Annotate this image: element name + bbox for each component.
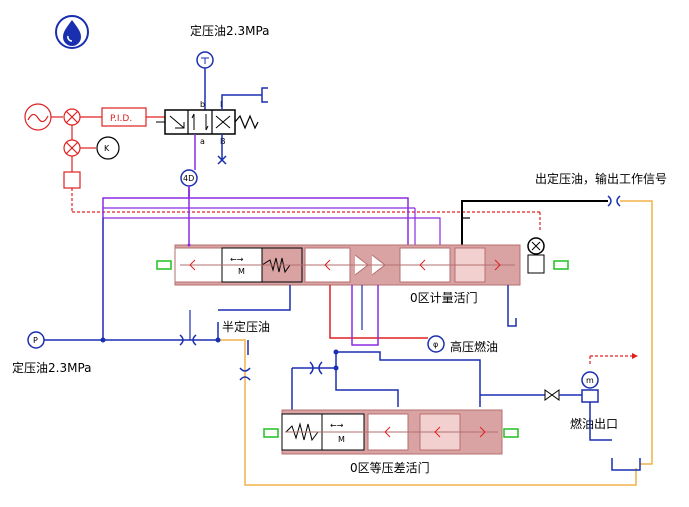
restrictor-left [179,334,197,346]
metering-valve[interactable]: ←→ M [174,244,521,286]
svg-text:4D: 4D [183,174,194,183]
lower-right-endcap [503,428,519,438]
motor-icon[interactable] [527,237,545,274]
diff-valve-label: 0区等压差活门 [350,460,430,475]
svg-text:M: M [238,267,245,276]
oil-drop-icon[interactable] [55,15,89,49]
svg-text:←→: ←→ [330,421,344,430]
restrictor-middle [309,361,323,375]
restrictor-top-right [607,195,621,207]
high-pressure-fuel-source[interactable]: φ [427,335,445,353]
port-i-label: I [220,100,222,109]
svg-text:φ: φ [433,340,438,349]
pid-k-glyph: K [104,144,110,153]
servo-valve[interactable] [156,109,259,135]
metering-valve-label: 0区计量活门 [410,290,478,305]
right-endcap [553,260,569,270]
half-pressure-label: 半定压油 [222,319,270,334]
output-signal-label: 出定压油，输出工作信号 [535,171,667,186]
flow-meter-icon[interactable]: m [581,371,599,403]
high-pressure-fuel-label: 高压燃油 [450,339,498,354]
check-valve [544,389,560,401]
lower-left-endcap [263,428,279,438]
left-endcap [156,260,172,270]
pid-controller [24,103,632,366]
restrictor-vertical [239,367,251,381]
position-sensor[interactable]: 4D [180,169,198,187]
port-a-label: a [200,137,205,146]
arrow-icon [632,353,638,359]
pressure-source-icon[interactable]: P [27,331,45,349]
port-b-label: b [200,100,205,109]
pid-label: P.I.D. [110,114,132,124]
svg-text:M: M [338,435,345,444]
fuel-outlet-label: 燃油出口 [570,416,618,431]
svg-text:m: m [586,376,594,385]
diff-pressure-valve[interactable]: ←→ M [281,409,503,455]
supply-left-label: 定压油2.3MPa [12,360,92,375]
supply-top-label: 定压油2.3MPa [190,23,270,38]
svg-text:P: P [33,336,38,345]
pressure-gauge-top[interactable] [196,51,214,69]
svg-text:←→: ←→ [230,255,244,264]
